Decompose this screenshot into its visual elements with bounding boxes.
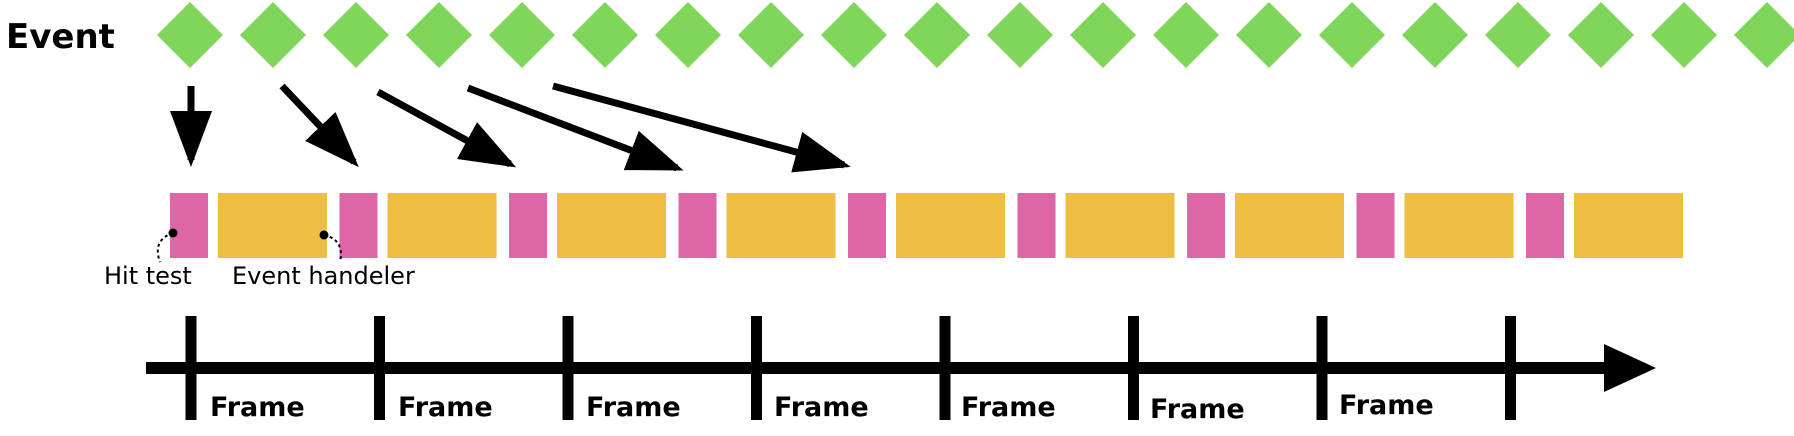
event-diamond [738, 2, 804, 68]
event-diamond [489, 2, 555, 68]
hit-test-block [339, 193, 378, 258]
hit-test-block [1187, 193, 1225, 258]
event-diamond [1070, 2, 1136, 68]
timeline-arrowhead [1604, 344, 1656, 392]
task-blocks [170, 193, 1683, 258]
hit-test-callout [156, 228, 178, 263]
event-handler-block [557, 193, 666, 258]
frame-label: Frame [398, 392, 493, 423]
event-handler-leader [323, 234, 342, 263]
hit-test-label: Hit test [104, 262, 192, 290]
event-handler-block [1404, 193, 1514, 258]
event-diamond [987, 2, 1053, 68]
event-row-label: Event [6, 17, 115, 57]
hit-test-block [170, 193, 208, 258]
event-diamond [1319, 2, 1385, 68]
event-handler-block [1065, 193, 1175, 258]
event-handler-block [1235, 193, 1344, 258]
event-diamond [157, 2, 223, 68]
hit-test-block [1526, 193, 1564, 258]
frame-label: Frame [210, 392, 305, 423]
event-diamond [904, 2, 970, 68]
frame-labels: Frame Frame Frame Frame Frame Frame Fram… [210, 390, 1434, 425]
frame-ticks [185, 316, 1516, 420]
hit-test-block [678, 193, 717, 258]
event-diamond [1153, 2, 1219, 68]
frame-label: Frame [961, 392, 1056, 423]
frame-label: Frame [774, 392, 869, 423]
event-handler-block [896, 193, 1005, 258]
event-markers [157, 2, 1794, 68]
event-diamond [1236, 2, 1302, 68]
hit-test-block [1017, 193, 1056, 258]
event-handler-block [218, 193, 327, 258]
frame-label: Frame [1339, 390, 1434, 421]
event-diamond [1651, 2, 1717, 68]
event-diamond [572, 2, 638, 68]
frame-label: Frame [586, 392, 681, 423]
event-handler-callout [319, 230, 342, 263]
frame-label: Frame [1150, 394, 1245, 425]
event-diamond [1485, 2, 1551, 68]
event-handler-label: Event handeler [232, 262, 415, 290]
event-diamond [655, 2, 721, 68]
dispatch-arrow [279, 83, 359, 168]
event-diamond [240, 2, 306, 68]
event-handler-block [726, 193, 836, 258]
event-diamond [1402, 2, 1468, 68]
event-handler-block [1574, 193, 1683, 258]
event-diamond [1568, 2, 1634, 68]
dispatch-arrow [552, 82, 851, 173]
hit-test-block [848, 193, 886, 258]
timeline [146, 316, 1656, 420]
event-diamond [821, 2, 887, 68]
event-dispatch-arrows [170, 82, 851, 173]
hit-test-block [1356, 193, 1395, 258]
event-diamond [1734, 2, 1794, 68]
event-handler-block [387, 193, 497, 258]
hit-test-block [509, 193, 547, 258]
event-diamond [406, 2, 472, 68]
dispatch-arrow [466, 84, 684, 172]
event-diamond [323, 2, 389, 68]
dispatch-arrow [376, 88, 517, 168]
